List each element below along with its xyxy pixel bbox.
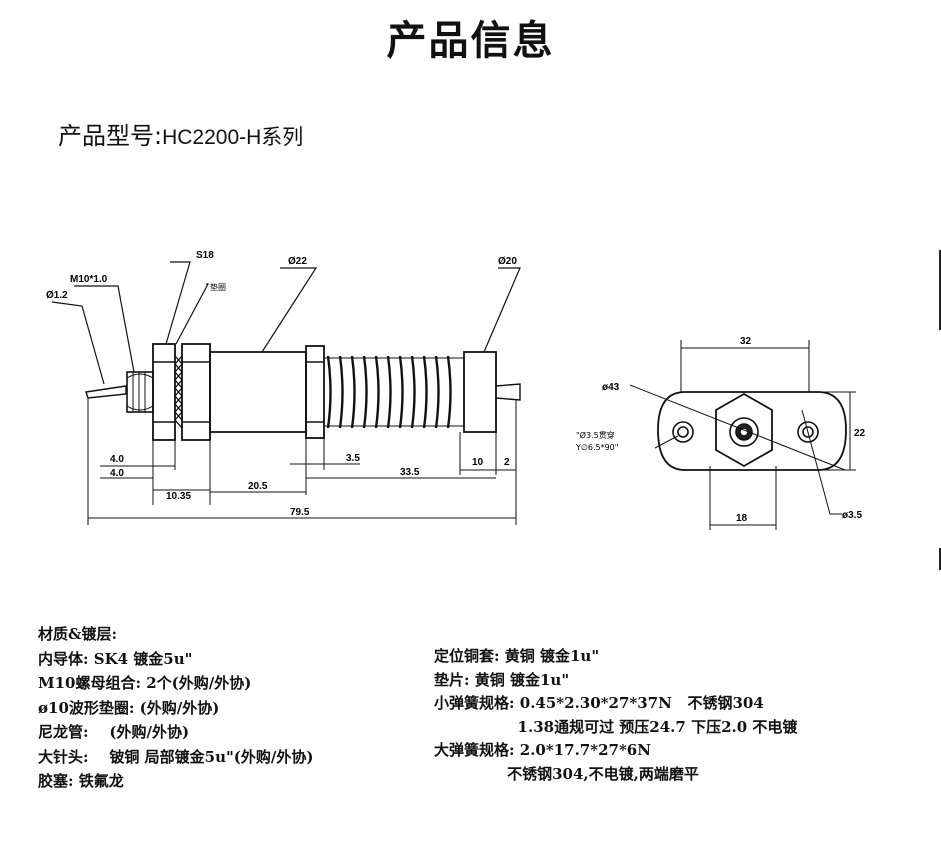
spec-list-right: 定位铜套: 黄铜 镀金1u" 垫片: 黄铜 镀金1u" 小弹簧规格: 0.45*…: [434, 645, 797, 786]
spec-line: 内导体: SK4 镀金5u": [38, 649, 193, 668]
spec-line: 尼龙管: (外购/外协): [38, 723, 190, 741]
spec-line: 1.38通规可过 预压24.7 下压2.0 不电镀: [434, 717, 798, 736]
label-d35-hole: ø3.5: [842, 510, 862, 521]
body-flange: [305, 345, 325, 439]
spec-line: 不锈钢304,不电镀,两端磨平: [434, 764, 699, 783]
front-view-center: [729, 417, 759, 447]
front-view-holes: [672, 421, 819, 443]
dim-33-5: 33.5: [400, 467, 420, 478]
label-washer: 垫圈: [210, 282, 226, 292]
model-number: HC2200-H系列: [162, 126, 304, 149]
label-d12: Ø1.2: [46, 290, 68, 301]
spec-line: M10螺母组合: 2个(外购/外协): [38, 674, 252, 692]
spec-line: 胶塞: 铁氟龙: [38, 772, 124, 790]
dim-2: 2: [504, 457, 510, 468]
spec-line: ø10波形垫圈: (外购/外协): [38, 698, 220, 717]
spec-list-left: 材质&镀层: 内导体: SK4 镀金5u" M10螺母组合: 2个(外购/外协)…: [38, 622, 313, 794]
label-d20: Ø20: [498, 256, 517, 267]
end-sleeve: [463, 351, 497, 433]
label-m10: M10*1.0: [70, 274, 108, 285]
label-hole-note-2: Y∅6.5*90": [575, 443, 618, 452]
pin-tip: [85, 385, 127, 399]
wave-washer: [174, 355, 183, 429]
dimension-lines: [87, 398, 517, 525]
dim-3-5: 3.5: [346, 453, 360, 464]
spec-line: 大弹簧规格: 2.0*17.7*27*6N: [434, 741, 651, 759]
leader-lines: [51, 261, 521, 385]
main-body: [209, 351, 307, 433]
front-view-hexagon: [715, 392, 773, 468]
nut-right: [181, 343, 211, 441]
spec-line: 定位铜套: 黄铜 镀金1u": [434, 647, 600, 665]
spec-heading: 材质&镀层:: [38, 625, 118, 643]
dim-4-0-a: 4.0: [110, 454, 124, 465]
spec-line: 大针头: 铍铜 局部镀金5u"(外购/外协): [38, 747, 314, 766]
dim-79-5: 79.5: [290, 507, 310, 518]
model-label-prefix: 产品型号:: [58, 122, 163, 150]
technical-drawing: S18 M10*1.0 垫圈 Ø1.2 Ø22 Ø20 ø43 "Ø3.5贯穿 …: [46, 250, 866, 530]
end-tail: [495, 383, 521, 401]
dim-32: 32: [740, 336, 752, 347]
edge-mark-top: [939, 250, 941, 330]
spec-line: 垫片: 黄铜 镀金1u": [434, 670, 570, 689]
dim-10-35: 10.35: [166, 491, 191, 502]
large-spring: [324, 355, 464, 429]
nut-left: [152, 343, 176, 441]
label-d22: Ø22: [288, 256, 307, 267]
label-hole-note-1: "Ø3.5贯穿: [576, 430, 615, 440]
model-label: 产品型号:HC2200-H系列: [58, 116, 303, 151]
label-s18: S18: [196, 250, 214, 261]
dim-20-5: 20.5: [248, 481, 268, 492]
page-title: 产品信息: [386, 18, 555, 64]
label-d43: ø43: [602, 382, 620, 393]
dim-4-0-b: 4.0: [110, 468, 124, 479]
dim-10: 10: [472, 457, 484, 468]
edge-mark-bottom: [939, 548, 941, 570]
dim-22: 22: [854, 428, 866, 439]
dim-18: 18: [736, 513, 748, 524]
threaded-section: [126, 371, 154, 413]
front-view-dimension-lines: [629, 340, 856, 530]
spec-line: 小弹簧规格: 0.45*2.30*27*37N 不锈钢304: [434, 694, 764, 712]
